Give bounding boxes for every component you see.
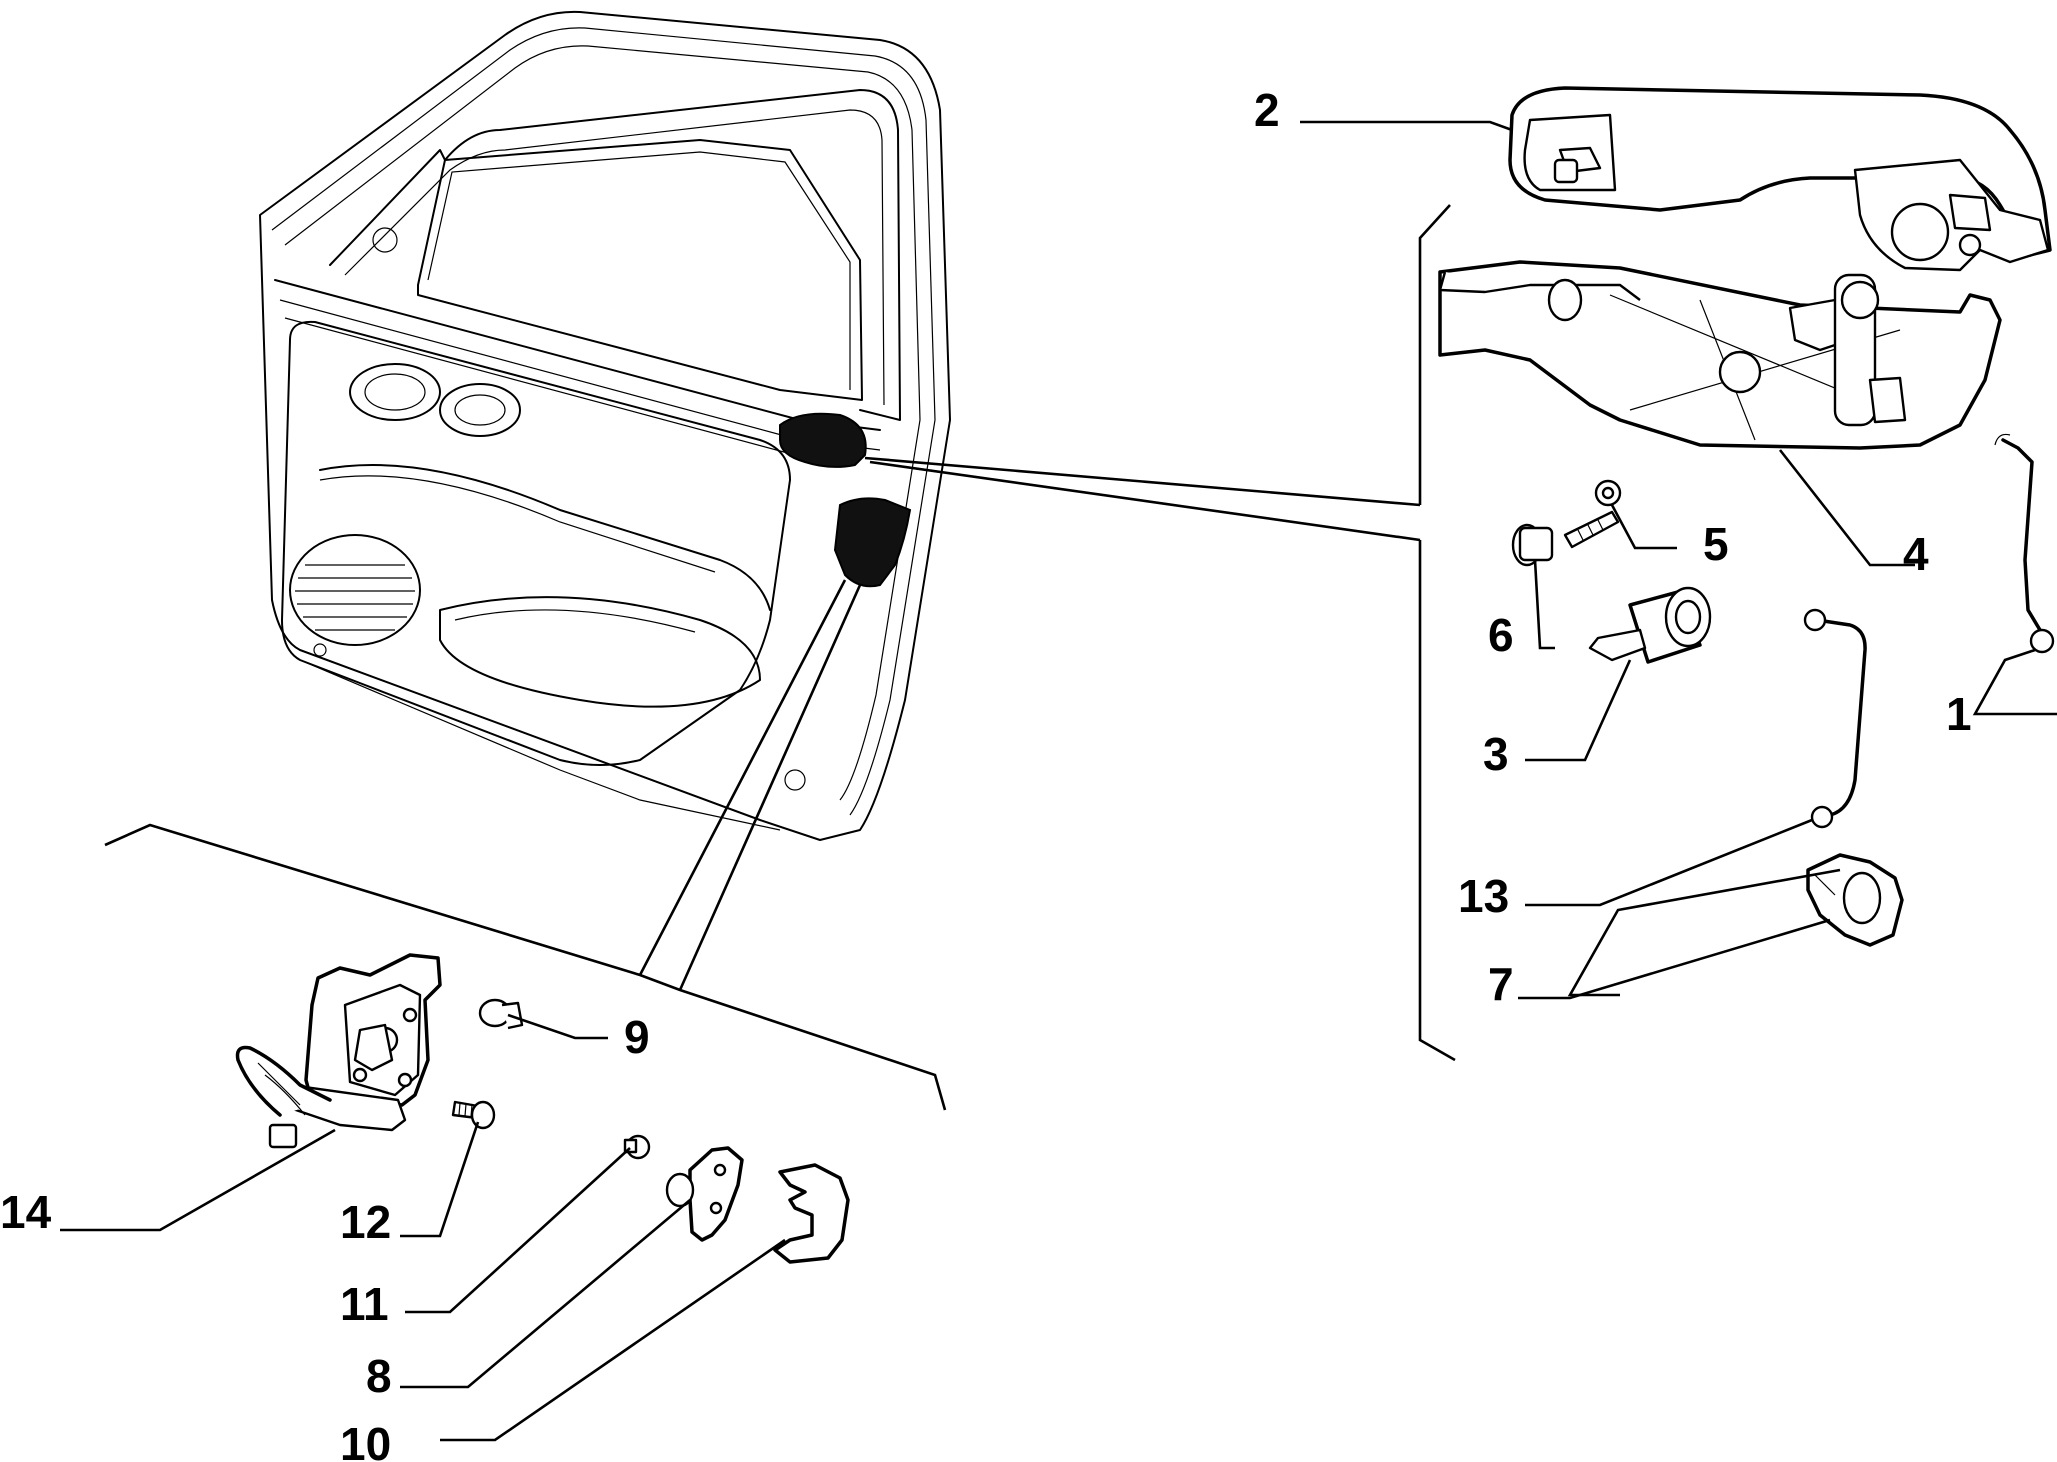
part-4-handle-bracket <box>1438 260 2002 450</box>
part-1-rod <box>1994 433 2055 654</box>
part-12-screw <box>451 1100 496 1130</box>
callout-9: 9 <box>624 1011 650 1063</box>
callout-12: 12 <box>340 1196 391 1248</box>
part-14-lock-mechanism <box>235 953 442 1149</box>
callout-13: 13 <box>1458 870 1509 922</box>
part-11-screw <box>623 1134 651 1160</box>
group-brackets <box>104 204 1456 1111</box>
part-10-shim <box>773 1163 850 1264</box>
part-3-lock-cylinder <box>1588 586 1712 664</box>
part-7-clip <box>1806 853 1904 947</box>
part-9-cap <box>478 998 524 1030</box>
callout-1: 1 <box>1946 688 1972 740</box>
callout-8: 8 <box>366 1350 392 1402</box>
callout-2: 2 <box>1254 84 1280 136</box>
callout-10: 10 <box>340 1418 391 1462</box>
part-13-rod <box>1803 608 1867 829</box>
part-5-washer <box>1594 479 1622 507</box>
callout-labels: 2 1 3 4 5 6 7 13 9 14 12 11 8 10 <box>0 84 1972 1462</box>
part-2-outer-handle <box>1508 86 2052 272</box>
leader-lines <box>60 120 2057 1442</box>
callout-3: 3 <box>1483 728 1509 780</box>
door-panel-drawing <box>259 10 951 841</box>
callout-11: 11 <box>340 1278 389 1330</box>
callout-7: 7 <box>1488 958 1514 1010</box>
callout-14: 14 <box>0 1186 52 1238</box>
callout-6: 6 <box>1488 609 1514 661</box>
part-6-screw <box>1511 510 1620 567</box>
part-8-striker <box>665 1146 744 1242</box>
callout-4: 4 <box>1903 528 1929 580</box>
callout-5: 5 <box>1703 518 1729 570</box>
